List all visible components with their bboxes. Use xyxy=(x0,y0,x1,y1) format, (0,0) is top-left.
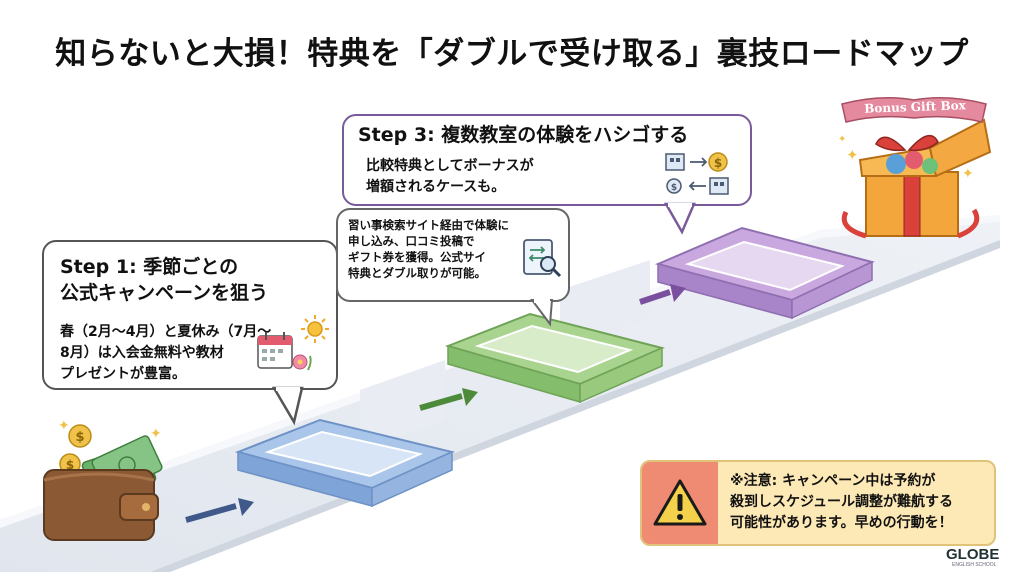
step2-bubble: 習い事検索サイト経由で体験に 申し込み、口コミ投稿で ギフト券を獲得。公式サイ … xyxy=(336,208,570,302)
page-title: 知らないと大損！特典を「ダブルで受け取る」裏技ロードマップ xyxy=(55,36,969,72)
logo-subtext: ENGLISH SCHOOL xyxy=(952,562,997,568)
svg-text:$: $ xyxy=(75,430,84,445)
logo-text: GLOBE xyxy=(946,546,1000,563)
svg-text:✦: ✦ xyxy=(846,146,859,164)
step1-bubble: Step 1: 季節ごとの 公式キャンペーンを狙う 春（2月〜4月）と夏休み（7… xyxy=(42,240,338,390)
arrow-1 xyxy=(185,498,254,523)
step1-body-line1: 春（2月〜4月）と夏休み（7月〜 xyxy=(60,324,272,340)
warning-icon xyxy=(653,479,707,526)
step3-heading: Step 3: 複数教室の体験をハシゴする xyxy=(358,124,689,146)
svg-text:$: $ xyxy=(671,183,677,193)
warning-line3: 可能性があります。早めの行動を！ xyxy=(730,515,953,531)
svg-text:✦: ✦ xyxy=(962,166,974,182)
search-document-icon xyxy=(523,239,562,278)
wallet-icon: $ $ ✦ ✦ xyxy=(43,418,163,541)
calendar-icon xyxy=(257,332,312,371)
step2-block xyxy=(444,312,666,404)
warning-line2: 殺到しスケジュール調整が難航する xyxy=(730,494,954,510)
gift-box-icon: ✦ ✦ ✦ xyxy=(838,97,992,239)
warning-line1: ※注意: キャンペーン中は予約が xyxy=(730,473,936,489)
svg-text:$: $ xyxy=(714,156,722,170)
sun-icon xyxy=(301,315,329,343)
school-exchange-icon: $ $ xyxy=(665,152,729,195)
step3-bubble: Step 3: 複数教室の体験をハシゴする 比較特典としてボーナスが 増額される… xyxy=(342,114,752,206)
step1-block xyxy=(234,418,456,508)
step1-body-line2: 8月）は入会金無料や教材 xyxy=(60,345,224,361)
step1-heading-line2: 公式キャンペーンを狙う xyxy=(60,282,269,304)
step3-block xyxy=(654,226,875,320)
step2-line1: 習い事検索サイト経由で体験に xyxy=(348,218,509,232)
warning-icon-panel xyxy=(642,462,718,544)
step1-heading-line1: Step 1: 季節ごとの xyxy=(60,256,239,278)
step3-bubble-tail xyxy=(664,202,696,235)
arrow-2 xyxy=(419,388,478,411)
svg-text:✦: ✦ xyxy=(150,426,162,442)
svg-text:✦: ✦ xyxy=(58,418,70,434)
svg-text:$: $ xyxy=(66,458,74,472)
step2-bubble-tail xyxy=(530,299,554,327)
arrow-3 xyxy=(639,284,686,305)
step2-line4: 特典とダブル取りが可能。 xyxy=(348,266,486,280)
step1-body-line3: プレゼントが豊富。 xyxy=(60,366,186,382)
step3-body-line1: 比較特典としてボーナスが xyxy=(366,158,534,174)
svg-text:✦: ✦ xyxy=(838,134,846,145)
step2-line3: ギフト券を獲得。公式サイ xyxy=(348,250,486,264)
step3-body-line2: 増額されるケースも。 xyxy=(366,179,506,195)
step2-line2: 申し込み、口コミ投稿で xyxy=(348,234,475,248)
warning-box: ※注意: キャンペーン中は予約が 殺到しスケジュール調整が難航する 可能性があり… xyxy=(640,460,996,546)
step1-bubble-tail xyxy=(272,386,304,426)
